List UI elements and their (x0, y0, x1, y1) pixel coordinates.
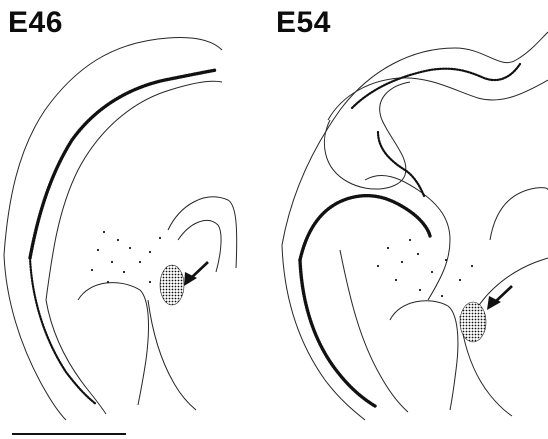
e54-cortical-plate-fold (378, 132, 424, 196)
panel-e54 (282, 32, 548, 420)
e46-medial-wall-inner (178, 220, 221, 272)
e46-inner-contour (46, 81, 222, 300)
e46-inner-lower (46, 300, 106, 414)
e54-outer-lower (282, 245, 365, 420)
e54-scattered-cells (377, 239, 473, 297)
e54-cortical-plate-lower (300, 260, 375, 406)
panel-label-e54: E54 (276, 6, 331, 40)
e46-medial-wall (168, 197, 237, 268)
panel-label-e46: E46 (8, 6, 63, 40)
e46-ventricle-right (148, 300, 196, 410)
e54-cortical-plate (300, 196, 430, 260)
e54-ventricle (390, 301, 458, 410)
panel-e46 (4, 38, 237, 421)
e54-arrow (487, 286, 512, 310)
e54-cortical-plate-upper (352, 64, 520, 108)
e54-medial-wall (490, 188, 548, 240)
e46-arrow (184, 262, 208, 286)
e46-hatched-region (160, 265, 184, 305)
e46-scattered-cells (91, 231, 161, 283)
e54-hatched-region (460, 302, 486, 342)
e46-ventricle-left (78, 283, 148, 405)
e54-medial-wall-inner (476, 258, 548, 310)
e54-s-fold-inner (365, 175, 450, 300)
e54-s-fold-outer (324, 82, 410, 189)
